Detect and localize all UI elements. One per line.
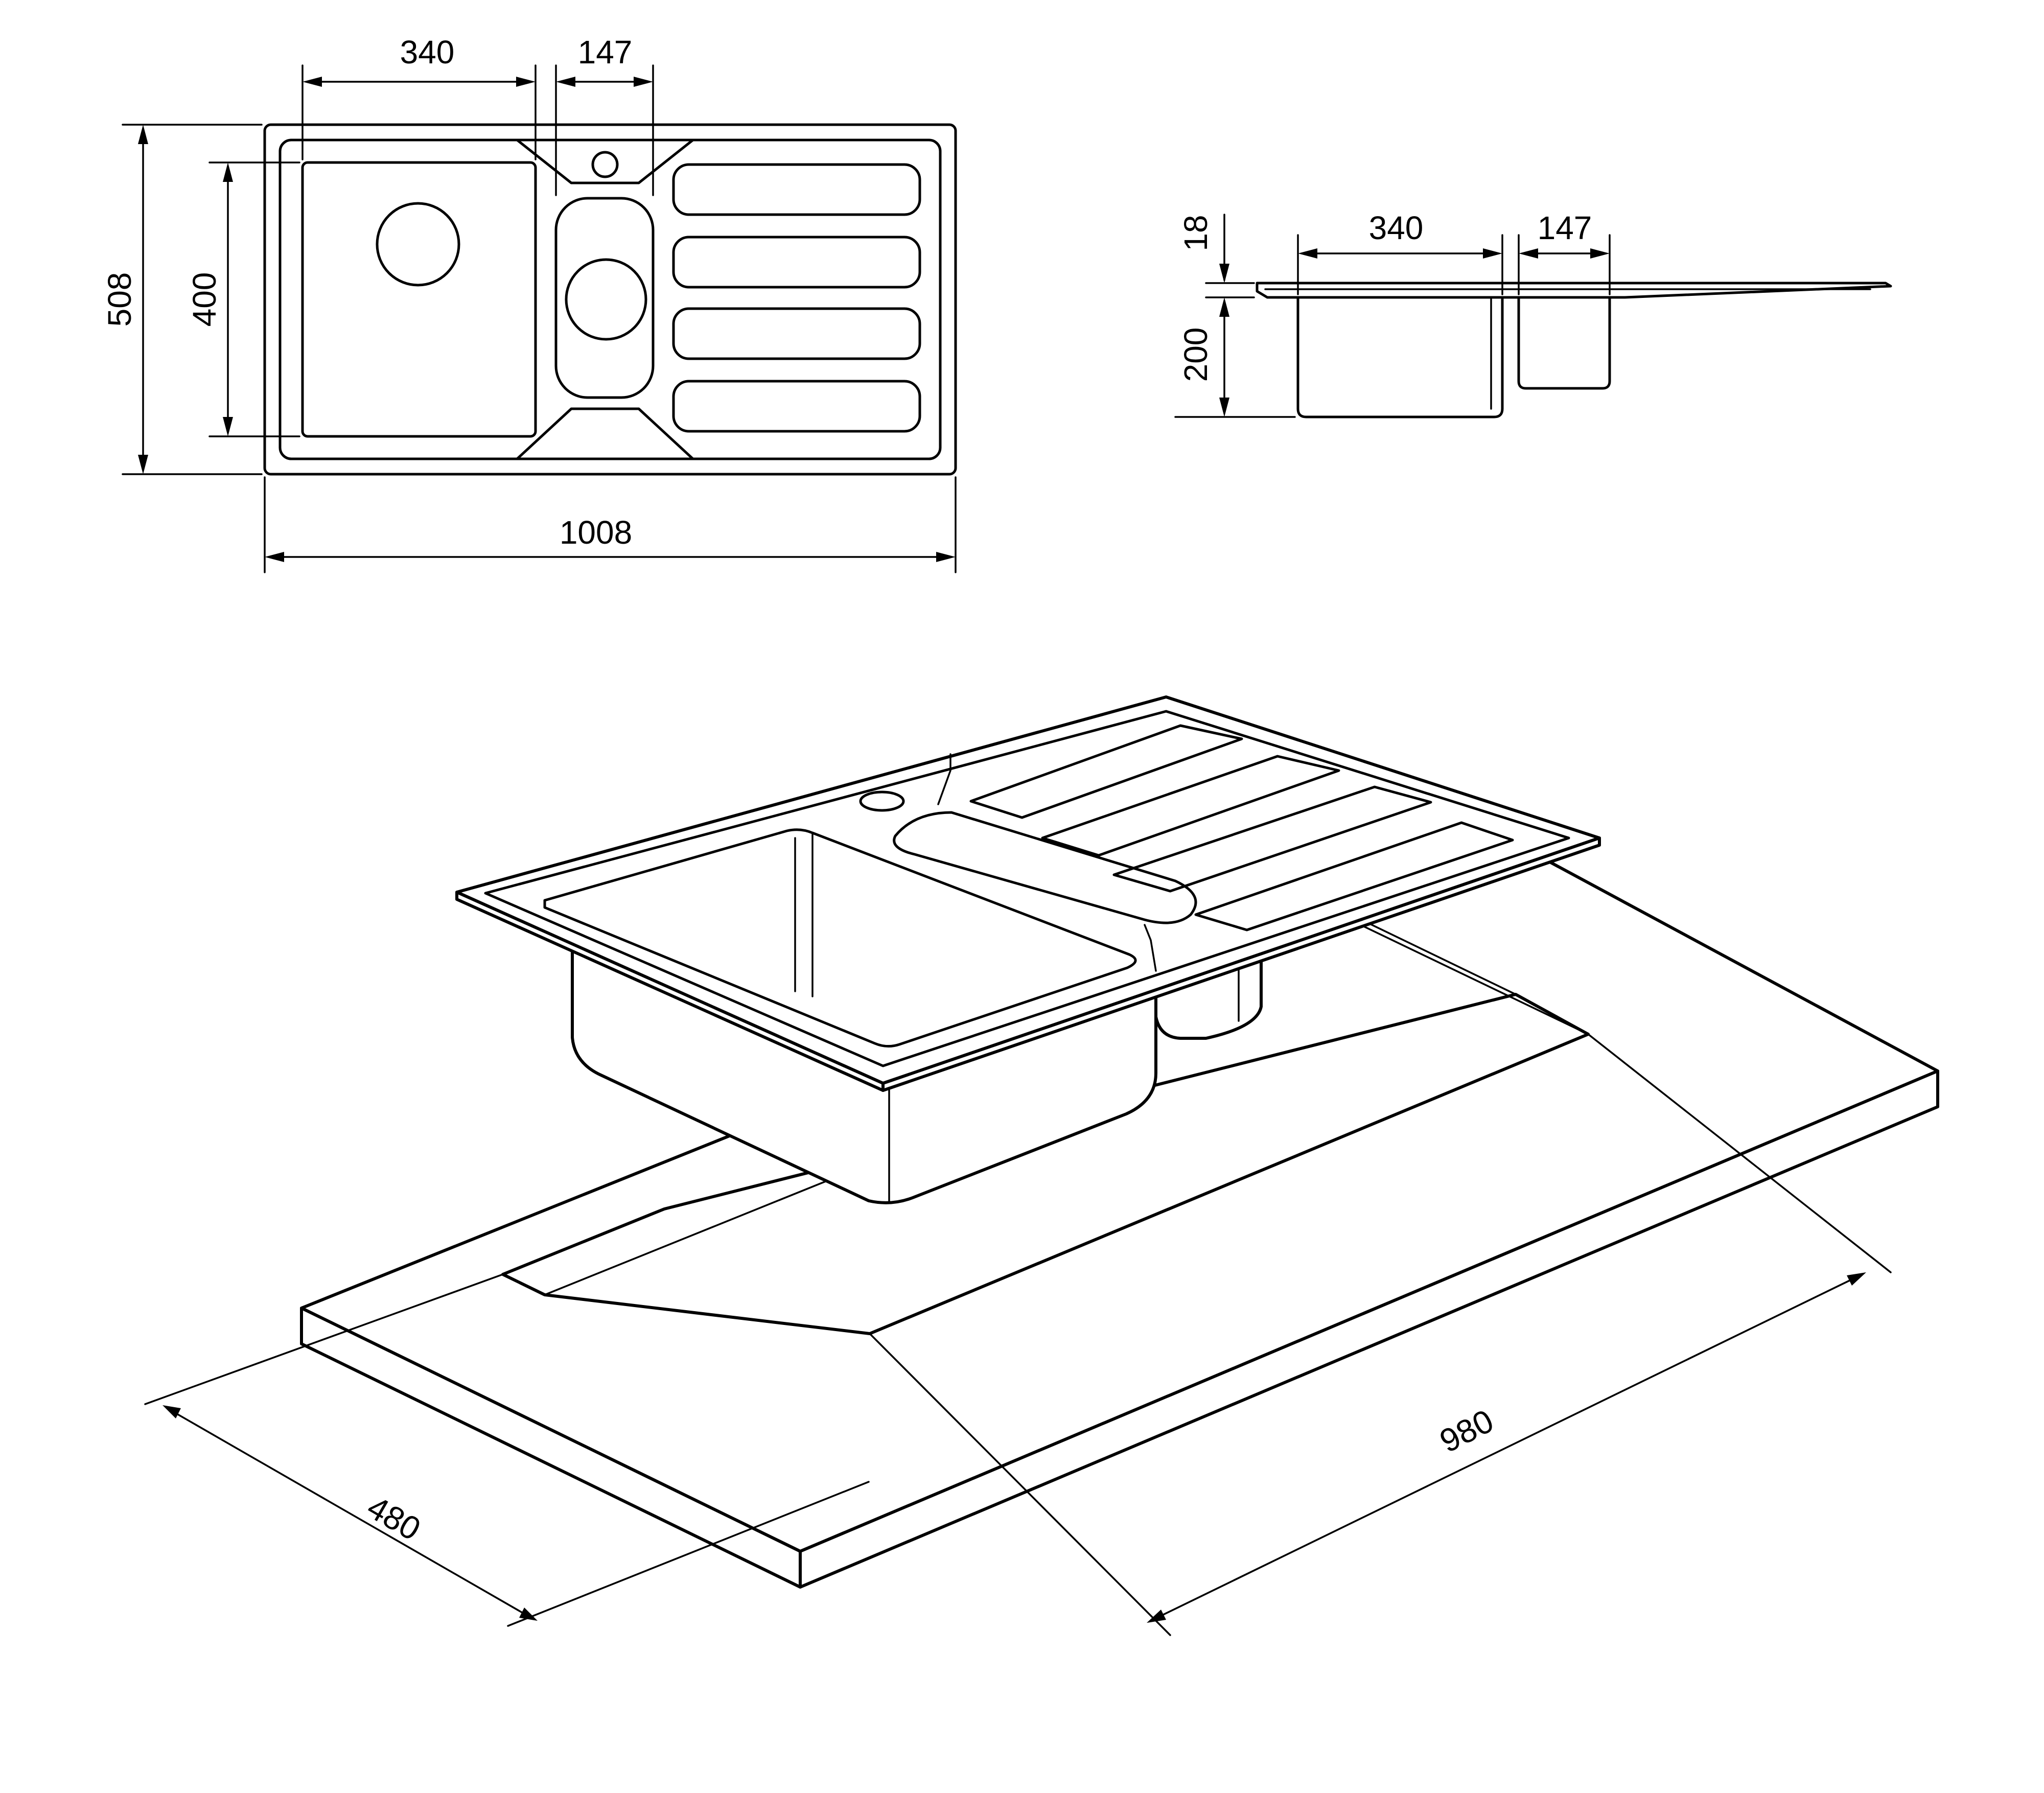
side-main-bowl xyxy=(1296,296,1504,418)
dim-side-bowl-width: 340 xyxy=(1369,209,1424,246)
dim-cutout-width: 980 xyxy=(1434,1402,1499,1460)
iso-tap-hole-icon xyxy=(859,790,905,812)
dim-overall-depth: 508 xyxy=(101,272,138,327)
iso-main-bowl-opening xyxy=(543,828,1137,1047)
sink-outer-rim xyxy=(263,123,957,476)
drainer-groove-2 xyxy=(672,236,921,289)
iso-drainer-groove-4 xyxy=(1194,821,1514,932)
tap-deck-upper xyxy=(516,138,694,184)
side-small-bowl xyxy=(1517,296,1611,390)
isometric-view xyxy=(300,695,1939,1589)
dim-cutout-depth: 480 xyxy=(361,1488,427,1548)
side-view xyxy=(1256,282,1892,418)
iso-drainer-groove-1 xyxy=(969,724,1243,819)
dim-side-bowl-depth: 200 xyxy=(1177,328,1214,382)
countertop-side-edge xyxy=(799,1069,1939,1589)
tap-hole-icon xyxy=(591,151,619,178)
drainer-groove-3 xyxy=(672,307,921,360)
side-flange xyxy=(1256,282,1892,299)
iso-inner-rim xyxy=(484,710,1570,1067)
iso-sink-deck-edge-right xyxy=(881,836,1601,1092)
iso-drainer-groove-3 xyxy=(1112,785,1432,893)
dim-bowl-depth: 400 xyxy=(186,272,223,327)
sink-inner-rim xyxy=(278,138,942,460)
side-view-dimensions: 340 147 18 200 xyxy=(1174,209,1611,418)
main-bowl xyxy=(301,161,537,438)
dim-side-small-bowl-width: 147 xyxy=(1538,209,1592,246)
iso-small-bowl-opening xyxy=(893,811,1197,924)
top-view-dimensions: 340 147 508 400 1008 xyxy=(101,34,957,573)
iso-drainer-groove-2 xyxy=(1041,755,1340,857)
tap-deck-lower xyxy=(516,407,694,460)
main-bowl-drain-icon xyxy=(376,202,460,287)
drainer-groove-1 xyxy=(672,163,921,216)
dim-bowl-width: 340 xyxy=(400,34,455,71)
top-view xyxy=(263,123,957,476)
dim-flange-height: 18 xyxy=(1177,215,1214,251)
small-bowl-drain-icon xyxy=(565,258,647,341)
dim-overall-width: 1008 xyxy=(560,514,632,551)
drainer-groove-4 xyxy=(672,380,921,433)
dim-small-bowl-width: 147 xyxy=(578,34,633,71)
small-bowl xyxy=(554,197,655,399)
